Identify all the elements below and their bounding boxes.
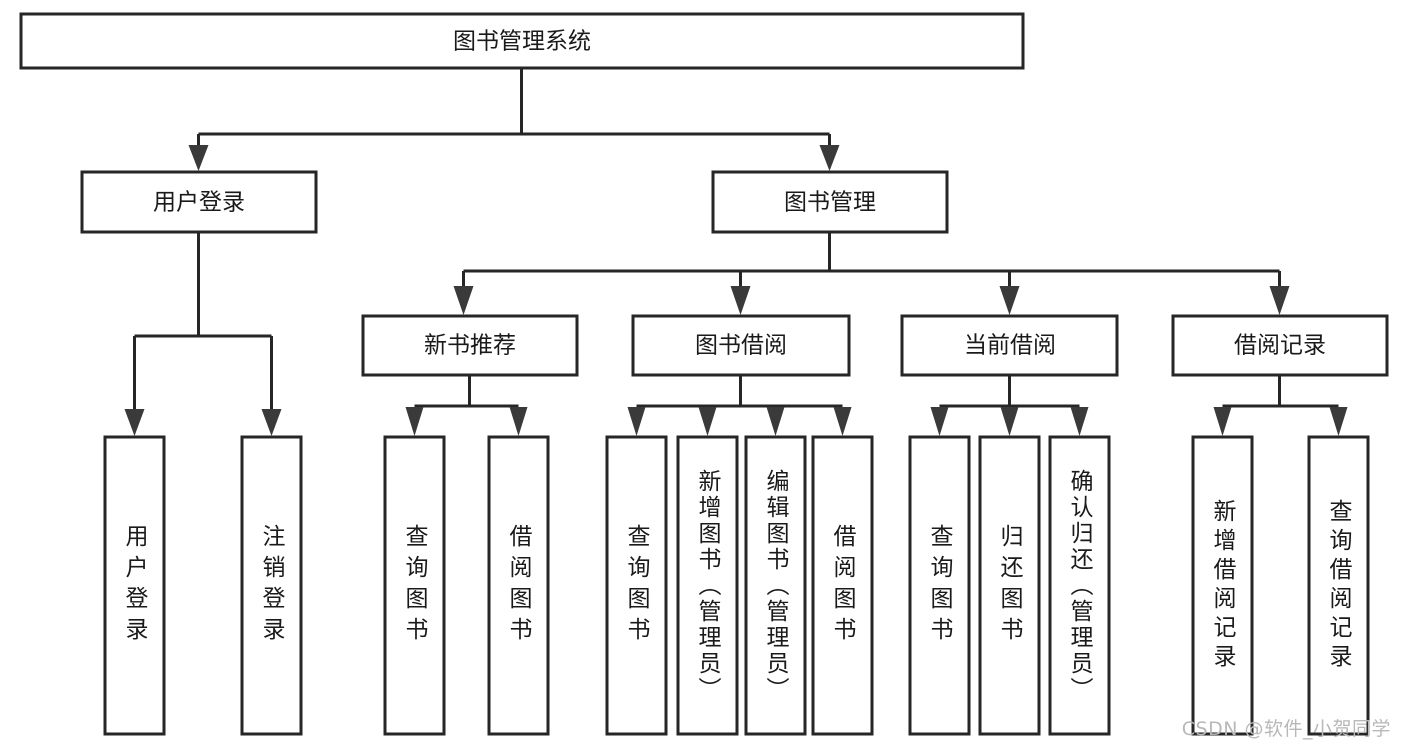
node-current-borrow-box[interactable] (900, 314, 1119, 377)
node-leaf-return-book[interactable]: 归还图书 (978, 435, 1041, 736)
node-leaf-add-book-box[interactable] (676, 435, 739, 736)
node-current-borrow[interactable]: 当前借阅 (900, 314, 1119, 377)
arrowhead-leaf-user-login (124, 409, 145, 436)
node-leaf-confirm-return-label: 确认归还（管理员） (1066, 469, 1094, 703)
node-leaf-add-record-label: 新增借阅记录 (1209, 499, 1237, 673)
node-leaf-query-book-1-box[interactable] (383, 435, 446, 736)
node-leaf-edit-book-label: 编辑图书（管理员） (762, 469, 790, 703)
node-leaf-edit-book[interactable]: 编辑图书（管理员） (744, 435, 807, 736)
node-root-box[interactable] (19, 12, 1025, 70)
arrowhead-leaf-edit-book (766, 407, 785, 436)
arrowhead-leaf-query-book-2 (627, 407, 646, 436)
node-leaf-query-book-2[interactable]: 查询图书 (605, 435, 668, 736)
node-leaf-add-record-box[interactable] (1191, 435, 1254, 736)
arrowhead-leaf-query-book-1 (405, 407, 424, 436)
node-leaf-add-book[interactable]: 新增图书（管理员） (676, 435, 739, 736)
arrowhead-leaf-query-book-3 (930, 407, 949, 436)
node-book-manage[interactable]: 图书管理 (711, 170, 949, 234)
node-book-borrow-label: 图书借阅 (695, 333, 787, 359)
arrowhead-leaf-user-logout (261, 409, 282, 436)
arrowhead-leaf-add-record (1213, 407, 1232, 436)
node-leaf-query-record-box[interactable] (1307, 435, 1370, 736)
node-leaf-user-login-label: 用户登录 (121, 524, 149, 648)
node-borrow-record[interactable]: 借阅记录 (1171, 314, 1389, 377)
node-leaf-confirm-return-box[interactable] (1048, 435, 1111, 736)
node-book-borrow[interactable]: 图书借阅 (631, 314, 851, 377)
node-leaf-query-book-3[interactable]: 查询图书 (908, 435, 971, 736)
node-leaf-borrow-book-2[interactable]: 借阅图书 (811, 435, 874, 736)
node-leaf-query-book-3-box[interactable] (908, 435, 971, 736)
node-new-book-rec-label: 新书推荐 (424, 333, 516, 359)
arrowhead-book-manage (819, 145, 840, 171)
node-book-manage-box[interactable] (711, 170, 949, 234)
node-leaf-user-login[interactable]: 用户登录 (103, 435, 166, 736)
arrowhead-user-login (188, 145, 209, 171)
node-new-book-rec[interactable]: 新书推荐 (361, 314, 579, 377)
arrowhead-current-borrow (999, 286, 1020, 315)
node-leaf-add-record[interactable]: 新增借阅记录 (1191, 435, 1254, 736)
node-root-label: 图书管理系统 (453, 29, 591, 55)
node-leaf-query-book-2-label: 查询图书 (623, 524, 651, 648)
node-leaf-borrow-book-1-box[interactable] (487, 435, 550, 736)
node-leaf-query-record[interactable]: 查询借阅记录 (1307, 435, 1370, 736)
node-leaf-user-login-box[interactable] (103, 435, 166, 736)
node-leaf-query-book-3-label: 查询图书 (926, 524, 954, 648)
node-root[interactable]: 图书管理系统 (19, 12, 1025, 70)
node-user-login-box[interactable] (80, 170, 318, 234)
node-leaf-borrow-book-2-label: 借阅图书 (829, 524, 857, 648)
node-leaf-query-book-2-box[interactable] (605, 435, 668, 736)
arrowhead-book-borrow (730, 286, 751, 315)
node-leaf-confirm-return[interactable]: 确认归还（管理员） (1048, 435, 1111, 736)
node-book-borrow-box[interactable] (631, 314, 851, 377)
node-leaf-borrow-book-2-box[interactable] (811, 435, 874, 736)
arrowhead-leaf-add-book (698, 407, 717, 436)
node-leaf-return-book-label: 归还图书 (996, 524, 1024, 648)
node-leaf-borrow-book-1-label: 借阅图书 (505, 524, 533, 648)
node-current-borrow-label: 当前借阅 (964, 333, 1056, 359)
arrowhead-leaf-borrow-book-2 (833, 407, 852, 436)
node-leaf-query-book-1[interactable]: 查询图书 (383, 435, 446, 736)
arrowhead-leaf-borrow-book-1 (509, 407, 528, 436)
node-leaf-add-book-label: 新增图书（管理员） (694, 469, 722, 703)
arrowhead-borrow-record (1269, 286, 1290, 315)
node-leaf-edit-book-box[interactable] (744, 435, 807, 736)
arrowhead-leaf-query-record (1329, 407, 1348, 436)
node-leaf-borrow-book-1[interactable]: 借阅图书 (487, 435, 550, 736)
node-leaf-query-record-label: 查询借阅记录 (1325, 499, 1353, 673)
node-book-manage-label: 图书管理 (784, 190, 876, 216)
node-leaf-user-logout-label: 注销登录 (258, 524, 286, 648)
node-leaf-user-logout[interactable]: 注销登录 (240, 435, 303, 736)
node-leaf-return-book-box[interactable] (978, 435, 1041, 736)
node-user-login-label: 用户登录 (153, 190, 245, 216)
csdn-watermark: CSDN @软件_小贺同学 (1181, 718, 1391, 740)
node-leaf-query-book-1-label: 查询图书 (401, 524, 429, 648)
arrowhead-new-book-rec (453, 286, 474, 315)
node-user-login[interactable]: 用户登录 (80, 170, 318, 234)
node-borrow-record-label: 借阅记录 (1234, 333, 1326, 359)
node-leaf-user-logout-box[interactable] (240, 435, 303, 736)
node-new-book-rec-box[interactable] (361, 314, 579, 377)
arrowhead-leaf-confirm-return (1070, 407, 1089, 436)
connector-layer (124, 68, 1348, 436)
node-borrow-record-box[interactable] (1171, 314, 1389, 377)
arrowhead-leaf-return-book (1000, 407, 1019, 436)
